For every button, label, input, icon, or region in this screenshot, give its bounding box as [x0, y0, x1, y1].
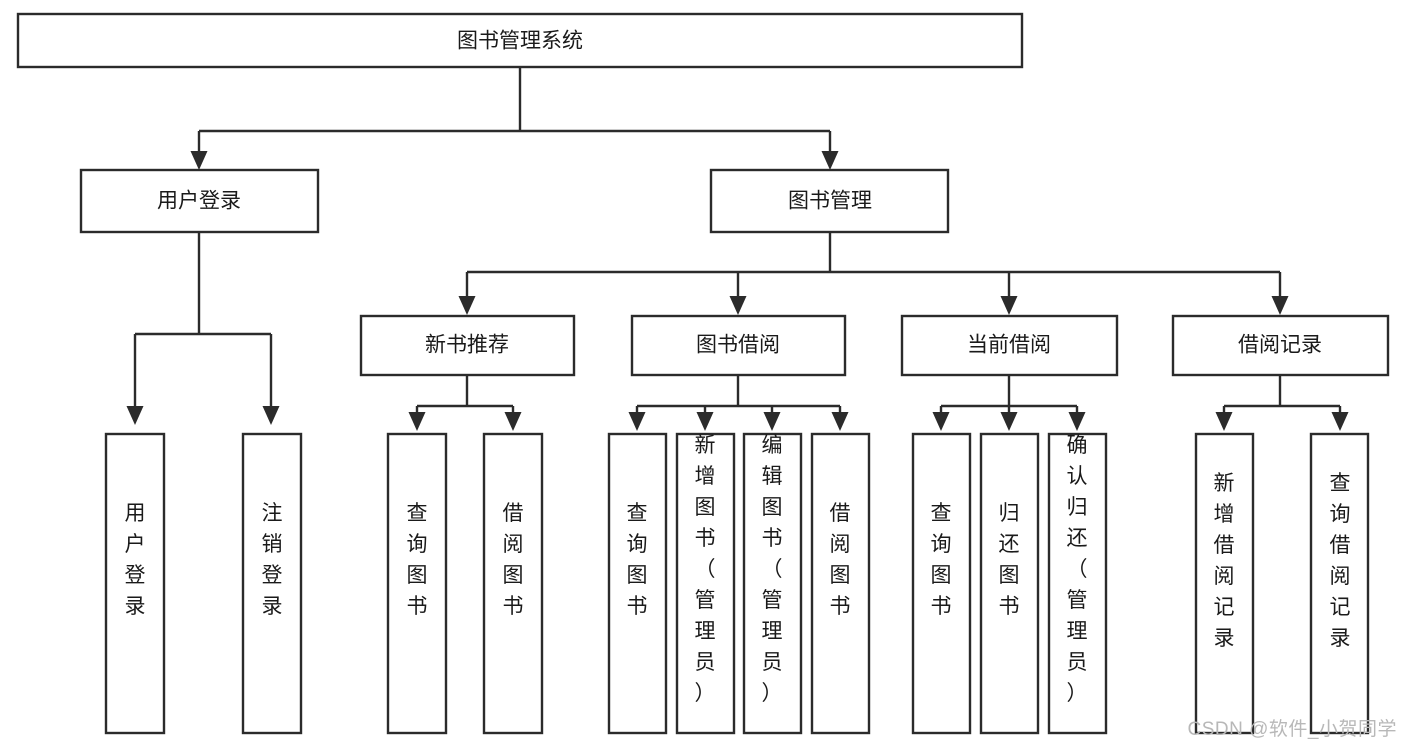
leaf-bb-edit-book-label: 编辑图书（管理员）	[762, 434, 783, 705]
node-book-borrow[interactable]: 图书借阅	[630, 314, 847, 377]
node-new-book-recommend[interactable]: 新书推荐	[359, 314, 576, 377]
leaf-bb-add-book-label: 新增图书（管理员）	[695, 434, 716, 705]
leaf-bb-borrow-book[interactable]: 借阅图书	[810, 432, 871, 735]
leaf-cb-confirm-return-box[interactable]	[1047, 432, 1108, 735]
arrowhead-bb-leaf-4	[831, 412, 849, 431]
node-book-borrow-box[interactable]	[630, 314, 847, 377]
leaf-cb-query-book[interactable]: 查询图书	[911, 432, 972, 735]
leaf-cb-return-book-box[interactable]	[979, 432, 1040, 735]
arrowhead-nb-leaf-1	[408, 412, 426, 431]
arrowhead-book-manage	[821, 151, 839, 170]
leaf-nb-query-book[interactable]: 查询图书	[386, 432, 448, 735]
leaf-user-login[interactable]: 用户登录	[104, 432, 166, 735]
arrowhead-current-borrow	[1000, 296, 1018, 315]
arrowhead-new-book	[458, 296, 476, 315]
leaf-nb-borrow-book-label: 借阅图书	[503, 502, 524, 618]
leaf-user-login-label: 用户登录	[125, 502, 146, 618]
leaf-nb-borrow-book[interactable]: 借阅图书	[482, 432, 544, 735]
leaf-bb-add-book[interactable]: 新增图书（管理员）	[675, 432, 736, 735]
arrowhead-leaf-user-login	[126, 406, 144, 425]
node-root-label: 图书管理系统	[457, 30, 583, 53]
node-current-borrow-label: 当前借阅	[967, 334, 1051, 357]
leaf-bb-borrow-book-box[interactable]	[810, 432, 871, 735]
leaf-bb-borrow-book-label: 借阅图书	[830, 502, 851, 618]
arrowhead-cb-leaf-1	[932, 412, 950, 431]
arrowhead-cb-leaf-3	[1068, 412, 1086, 431]
leaf-br-add-record[interactable]: 新增借阅记录	[1194, 432, 1255, 735]
leaf-bb-query-book-label: 查询图书	[627, 502, 648, 618]
leaf-nb-query-book-box[interactable]	[386, 432, 448, 735]
arrowhead-br-leaf-1	[1215, 412, 1233, 431]
leaf-bb-query-book-box[interactable]	[607, 432, 668, 735]
arrowhead-borrow-record	[1271, 296, 1289, 315]
node-root-box[interactable]	[16, 12, 1024, 69]
node-current-borrow-box[interactable]	[900, 314, 1119, 377]
leaf-logout[interactable]: 注销登录	[241, 432, 303, 735]
node-user-login[interactable]: 用户登录	[79, 168, 320, 234]
leaf-nb-query-book-label: 查询图书	[407, 502, 428, 618]
node-current-borrow[interactable]: 当前借阅	[900, 314, 1119, 377]
leaf-nb-borrow-book-box[interactable]	[482, 432, 544, 735]
arrowhead-cb-leaf-2	[1000, 412, 1018, 431]
leaf-cb-query-book-label: 查询图书	[931, 502, 952, 618]
leaf-cb-query-book-box[interactable]	[911, 432, 972, 735]
node-user-login-label: 用户登录	[157, 190, 241, 213]
leaf-bb-edit-book-box[interactable]	[742, 432, 803, 735]
arrowhead-nb-leaf-2	[504, 412, 522, 431]
leaf-logout-label: 注销登录	[262, 502, 283, 618]
node-book-manage[interactable]: 图书管理	[709, 168, 950, 234]
leaf-br-query-record[interactable]: 查询借阅记录	[1309, 432, 1370, 735]
node-new-book-recommend-box[interactable]	[359, 314, 576, 377]
edge-group	[126, 67, 1349, 431]
leaf-br-add-record-label: 新增借阅记录	[1214, 472, 1235, 650]
node-book-borrow-label: 图书借阅	[696, 334, 780, 357]
leaf-bb-query-book[interactable]: 查询图书	[607, 432, 668, 735]
node-book-manage-box[interactable]	[709, 168, 950, 234]
leaf-cb-return-book[interactable]: 归还图书	[979, 432, 1040, 735]
node-book-manage-label: 图书管理	[788, 190, 872, 213]
leaf-bb-edit-book[interactable]: 编辑图书（管理员）	[742, 432, 803, 735]
leaf-cb-confirm-return-label: 确认归还（管理员）	[1067, 434, 1088, 705]
leaf-logout-box[interactable]	[241, 432, 303, 735]
arrowhead-bb-leaf-1	[628, 412, 646, 431]
arrowhead-bb-leaf-2	[696, 412, 714, 431]
arrowhead-br-leaf-2	[1331, 412, 1349, 431]
arrowhead-bb-leaf-3	[763, 412, 781, 431]
leaf-br-add-record-box[interactable]	[1194, 432, 1255, 735]
node-root[interactable]: 图书管理系统	[16, 12, 1024, 69]
arrowhead-leaf-logout	[262, 406, 280, 425]
leaf-cb-confirm-return[interactable]: 确认归还（管理员）	[1047, 432, 1108, 735]
node-borrow-record-label: 借阅记录	[1238, 334, 1322, 357]
node-borrow-record[interactable]: 借阅记录	[1171, 314, 1390, 377]
node-new-book-recommend-label: 新书推荐	[425, 334, 509, 357]
node-borrow-record-box[interactable]	[1171, 314, 1390, 377]
leaf-br-query-record-label: 查询借阅记录	[1330, 472, 1351, 650]
node-user-login-box[interactable]	[79, 168, 320, 234]
leaf-bb-add-book-box[interactable]	[675, 432, 736, 735]
arrowhead-user-login	[190, 151, 208, 170]
arrowhead-book-borrow	[729, 296, 747, 315]
leaf-cb-return-book-label: 归还图书	[999, 502, 1020, 618]
leaf-br-query-record-box[interactable]	[1309, 432, 1370, 735]
leaf-user-login-box[interactable]	[104, 432, 166, 735]
